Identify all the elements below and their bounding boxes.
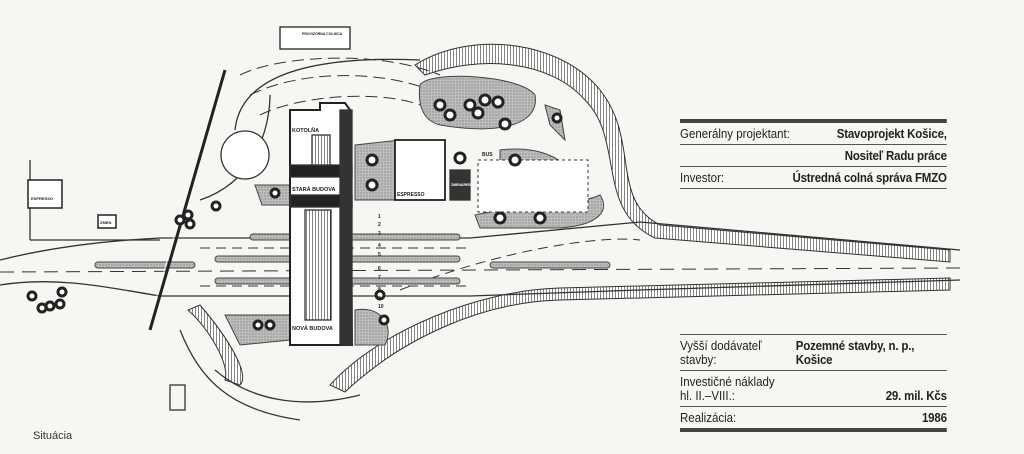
label-exchange: ZMENÁREŇ (451, 182, 471, 187)
main-building (289, 102, 354, 346)
info-row: Generálny projektant: Stavoprojekt Košice… (680, 123, 947, 145)
label-espresso: ESPRESSO (397, 192, 425, 198)
lane-number: 6 (378, 266, 381, 272)
info-value: Nositeľ Radu práce (844, 149, 947, 163)
figure-caption: Situácia (33, 430, 73, 442)
info-value: Stavoprojekt Košice, (836, 127, 947, 141)
label-old-building: STARÁ BUDOVA (292, 186, 336, 193)
info-label: Generálny projektant: (680, 127, 790, 141)
lane-number: 4 (378, 243, 381, 249)
info-label: Investičné náklady (680, 375, 775, 389)
label-espresso-left: ESPRESSO (31, 196, 53, 201)
lane-number: 1 (378, 214, 381, 220)
label-boiler-room: KOTOLŇA (292, 126, 319, 134)
info-row: Vyšší dodávateľ stavby: Pozemné stavby, n… (680, 335, 947, 371)
lane-number: 9 (378, 296, 381, 302)
lane-number: 2 (378, 222, 381, 228)
info-value: 1986 (921, 411, 947, 425)
info-value: Ústredná colná správa FMZO (792, 171, 947, 185)
info-value: 29. mil. Kčs (885, 389, 947, 403)
lane-number: 7 (378, 275, 381, 281)
lane-number: 10 (378, 304, 384, 310)
railway (148, 69, 227, 331)
project-info-bottom: Vyšší dodávateľ stavby: Pozemné stavby, n… (680, 334, 947, 432)
project-info-top: Generálny projektant: Stavoprojekt Košice… (680, 119, 947, 189)
info-value: Pozemné stavby, n. p., Košice (795, 339, 915, 367)
label-bus: BUS (482, 152, 493, 158)
lane-number: 5 (378, 252, 381, 258)
info-label: Vyšší dodávateľ stavby: (680, 339, 762, 367)
info-row: Investor: Ústredná colná správa FMZO (680, 167, 947, 189)
lane-number: 8 (378, 287, 381, 293)
label-new-building: NOVÁ BUDOVA (292, 325, 333, 332)
info-label: Investor: (680, 171, 725, 185)
label-provisional-customs: PROVIZÓRNA COLNICA (302, 31, 343, 36)
info-row: Nositeľ Radu práce (680, 145, 947, 167)
label-booth: ZMEN (100, 220, 111, 225)
lane-number: 3 (378, 231, 381, 237)
info-row: Realizácia: 1986 (680, 407, 947, 432)
info-label: hl. II.–VIII.: (680, 389, 735, 403)
info-label: Realizácia: (680, 411, 737, 425)
embankment (414, 43, 951, 263)
embankment-south (329, 277, 951, 393)
